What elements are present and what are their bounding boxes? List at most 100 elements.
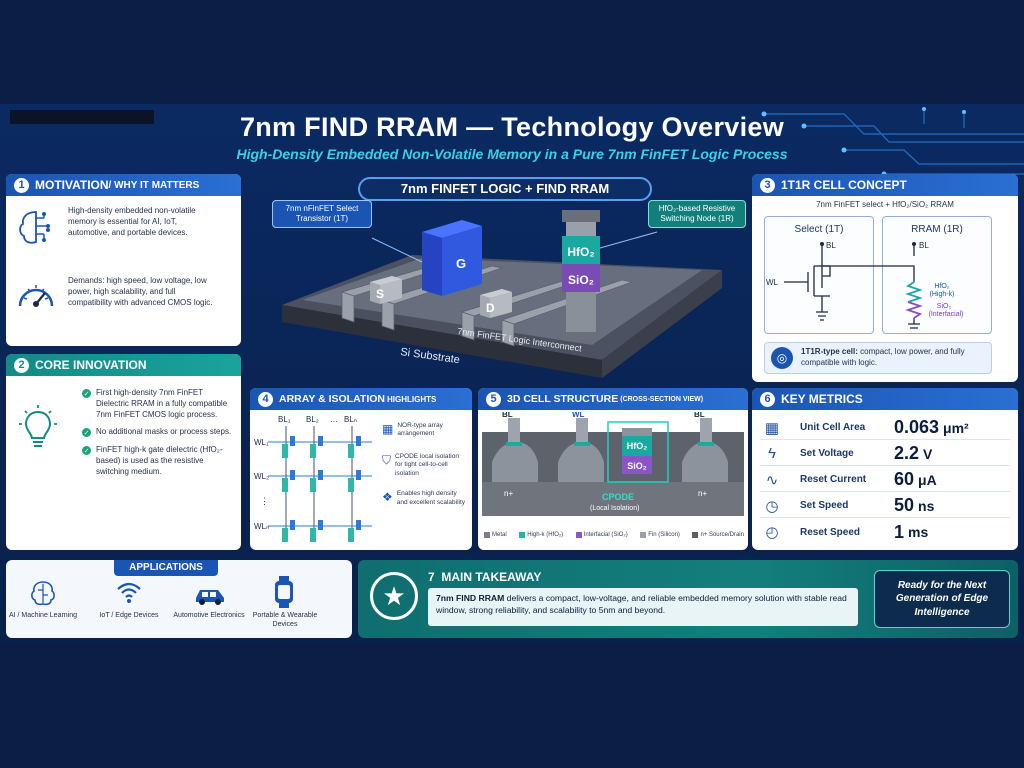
takeaway-body: 7nm FIND RRAM delivers a compact, low-vo… — [428, 588, 858, 626]
list-item: ⛉ CPODE local isolation for tight cell-t… — [382, 453, 468, 478]
smartwatch-icon — [275, 576, 293, 608]
bolt-icon: ϟ — [768, 445, 776, 462]
step-number: 1 — [14, 177, 29, 193]
grid-icon: ▦ — [764, 419, 780, 437]
list-item: ❖ Enables high density and excellent sca… — [382, 490, 468, 507]
core-innovation-card: 2 CORE INNOVATION ✓ First high-density 7n… — [6, 354, 241, 550]
hfo2-label: HfO₂ — [934, 283, 949, 290]
bl-dots: … — [330, 415, 338, 424]
star-icon: ★ — [370, 572, 418, 620]
cell-concept-title: 1T1R CELL CONCEPT — [781, 178, 907, 192]
cell-note-text: compact, low power, and fully compatible… — [801, 347, 965, 367]
grid-icon: ▦ — [382, 422, 394, 436]
check-icon: ✓ — [82, 446, 91, 456]
motivation-header: 1 MOTIVATION / WHY IT MATTERS — [6, 174, 241, 196]
rram-box — [882, 216, 992, 334]
metric-label: Unit Cell Area — [800, 422, 866, 433]
speedometer-icon — [18, 285, 54, 307]
metric-unit: μA — [918, 471, 937, 488]
applications-title: APPLICATIONS — [114, 560, 218, 576]
cell-note-bold: 1T1R-type cell: — [801, 347, 858, 357]
legend-item: Interfacial (SiO₂) — [575, 532, 628, 538]
metric-value: 2.2 — [894, 443, 920, 463]
cross-bl2-label: BL — [694, 412, 705, 419]
metric-unit: μm² — [943, 419, 969, 436]
legend-item: n+ Source/Drain — [692, 532, 744, 538]
step-number: 2 — [14, 357, 29, 373]
metric-unit: V — [923, 445, 933, 462]
array-title: ARRAY & ISOLATION — [279, 393, 385, 405]
step-number: 3 — [760, 177, 775, 193]
check-icon: ✓ — [82, 428, 91, 438]
brain-circuit-icon — [19, 211, 50, 244]
metrics-title: KEY METRICS — [781, 392, 863, 406]
metric-label: Set Voltage — [800, 448, 854, 459]
array-feature-text: CPODE local isolation for tight cell-to-… — [395, 452, 459, 477]
cross-title-suffix: (CROSS-SECTION VIEW) — [620, 395, 704, 403]
target-icon: ◎ — [771, 347, 793, 369]
metrics-header: 6 KEY METRICS — [752, 388, 1018, 410]
step-number: 4 — [258, 391, 273, 407]
cross-bl-label: BL — [502, 412, 513, 419]
step-number: 7 — [428, 570, 435, 584]
cell-note: ◎ 1T1R-type cell: compact, low power, an… — [764, 342, 992, 374]
highk-label: (High-k) — [930, 291, 955, 298]
cross-legend: Metal High-k (HfO₂) Interfacial (SiO₂) F… — [484, 532, 744, 538]
takeaway-text: delivers a compact, low-voltage, and rel… — [436, 593, 847, 616]
wl2-label: WL₂ — [254, 472, 269, 481]
core-title: CORE INNOVATION — [35, 358, 147, 372]
list-item: ✓ No additional masks or process steps. — [82, 427, 232, 438]
step-number: 5 — [486, 391, 501, 407]
cpode-sub-label: (Local Isolation) — [590, 505, 639, 512]
core-item-text: First high-density 7nm FinFET Dielectric… — [96, 388, 228, 419]
select-transistor-callout: 7nm nFinFET Select Transistor (1T) — [272, 200, 372, 228]
finfet-3d-illustration: HfO₂ SiO₂ G S D 7nm FinFET Logic Interco… — [282, 210, 722, 378]
bln-label: BLₙ — [344, 415, 357, 424]
select-transistor-box — [764, 216, 874, 334]
cell-concept-subtitle: 7nm FinFET select + HfO₂/SiO₂ RRAM — [816, 200, 954, 209]
takeaway-title: 7 MAIN TAKEAWAY — [428, 570, 541, 584]
rram-label: RRAM (1R) — [911, 224, 963, 235]
pillar-sio2-label: SiO₂ — [568, 273, 594, 287]
sio2-label: SiO₂ — [937, 303, 952, 310]
nplus-label: n+ — [698, 489, 707, 498]
array-feature-text: Enables high density and excellent scala… — [396, 490, 466, 506]
legend-item: High-k (HfO₂) — [519, 532, 563, 538]
list-item: ▦ NOR-type array arrangement — [382, 422, 468, 439]
metric-label: Set Speed — [800, 500, 849, 511]
core-list: ✓ First high-density 7nm FinFET Dielectri… — [82, 388, 232, 485]
core-item-text: No additional masks or process steps. — [96, 427, 232, 437]
app-label: Automotive Electronics — [173, 612, 245, 619]
wifi-icon — [114, 580, 144, 610]
bl2-label: BL₂ — [306, 415, 319, 424]
cross-title: 3D CELL STRUCTURE — [507, 393, 619, 405]
metric-unit: ms — [908, 524, 929, 540]
step-number: 6 — [760, 391, 775, 407]
page-title: 7nm FIND RRAM — Technology Overview — [239, 112, 785, 142]
clock-icon: ◴ — [765, 524, 779, 541]
cubes-icon: ❖ — [382, 490, 393, 505]
motivation-text-2: Demands: high speed, low voltage, low po… — [68, 276, 213, 307]
nor-array-diagram: BL₁ BL₂ … BLₙ WL₁ WL₂ ⋮ WLₙ — [254, 415, 372, 542]
array-header: 4 ARRAY & ISOLATION HIGHLIGHTS — [250, 388, 472, 410]
cross-header: 5 3D CELL STRUCTURE (CROSS-SECTION VIEW) — [478, 388, 748, 410]
takeaway-side: Ready for the Next Generation of Edge In… — [874, 570, 1010, 628]
core-header: 2 CORE INNOVATION — [6, 354, 241, 376]
list-item: ✓First high-density 7nm FinFET Dielectri… — [82, 388, 232, 420]
metric-value: 50 — [894, 495, 915, 515]
cell-concept-header: 3 1T1R CELL CONCEPT — [752, 174, 1018, 196]
wl-dots: ⋮ — [260, 496, 269, 506]
bl1-label: BL₁ — [278, 415, 291, 424]
legend-item: Fin (Silicon) — [640, 532, 680, 538]
applications-card: APPLICATIONS AI / Machine Learning IoT /… — [6, 560, 352, 638]
wave-icon: ∿ — [765, 471, 779, 489]
interfacial-label: (Interfacial) — [928, 311, 963, 318]
pillar-hfo2-label: HfO₂ — [567, 245, 594, 259]
wl-label: WL — [766, 278, 779, 287]
metric-unit: ns — [918, 497, 935, 514]
stopwatch-icon: ◷ — [765, 497, 779, 515]
array-card: 4 ARRAY & ISOLATION HIGHLIGHTS BL₁ BL₂ …… — [250, 388, 472, 550]
app-label: AI / Machine Learning — [8, 612, 78, 619]
